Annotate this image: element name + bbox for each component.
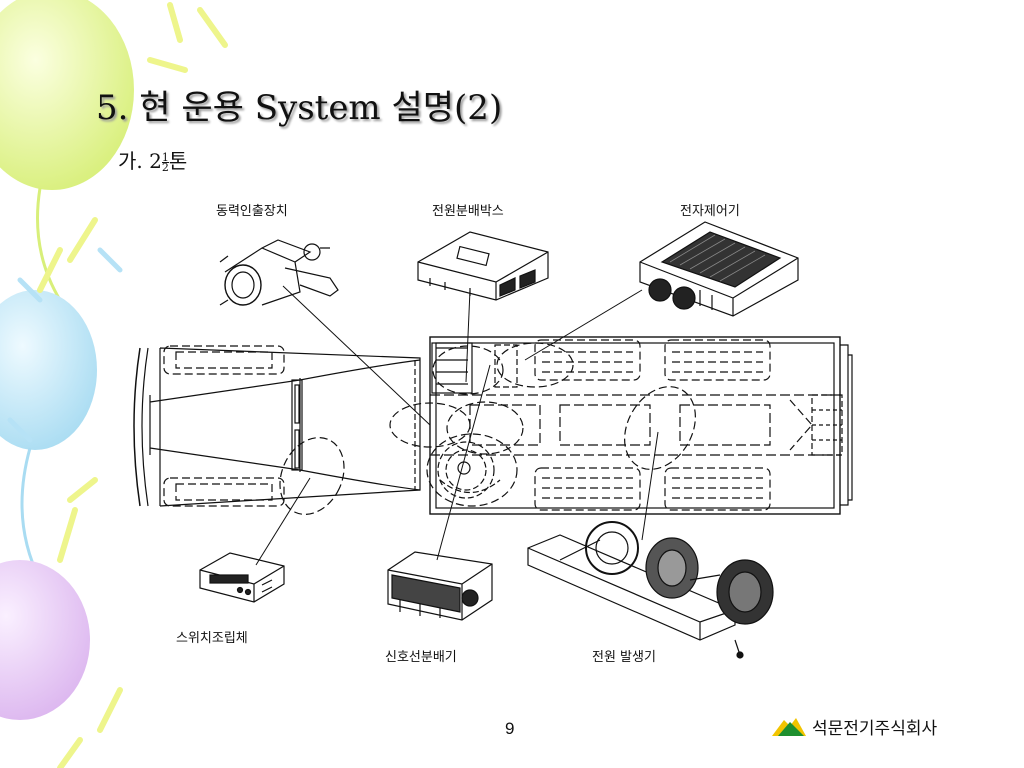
pto-illustration xyxy=(219,239,339,306)
company-name: 석문전기주식회사 xyxy=(812,718,938,739)
switch-assembly-illustration xyxy=(199,552,285,603)
label-power-box: 전원분배박스 xyxy=(432,204,504,219)
truck-cab xyxy=(133,345,421,507)
slide-title: 5. 현 운용 System 설명(2) xyxy=(96,88,503,128)
blue-balloon xyxy=(0,290,97,450)
truck-body xyxy=(429,336,853,515)
label-generator: 전원 발생기 xyxy=(592,650,656,665)
power-box-illustration xyxy=(417,231,549,301)
generator-illustration xyxy=(527,521,774,659)
signal-distributor-illustration xyxy=(387,551,493,621)
subtitle-prefix: 가. 2 xyxy=(118,149,162,173)
page-number: 9 xyxy=(505,719,515,738)
company-logo-icon xyxy=(772,718,806,736)
fraction-denominator: 2 xyxy=(161,161,169,174)
label-signal-distributor: 신호선분배기 xyxy=(385,650,457,665)
controller-illustration xyxy=(639,221,799,317)
company-footer: 석문전기주식회사 xyxy=(770,712,937,740)
leader-lines xyxy=(255,285,659,566)
yellow-balloon xyxy=(0,0,134,190)
subtitle-suffix: 톤 xyxy=(168,149,188,173)
label-pto: 동력인출장치 xyxy=(216,204,288,219)
label-controller: 전자제어기 xyxy=(680,204,740,219)
label-switch-assembly: 스위치조립체 xyxy=(176,631,248,646)
purple-balloon xyxy=(0,560,90,720)
fraction-numerator: 1 xyxy=(161,151,169,164)
